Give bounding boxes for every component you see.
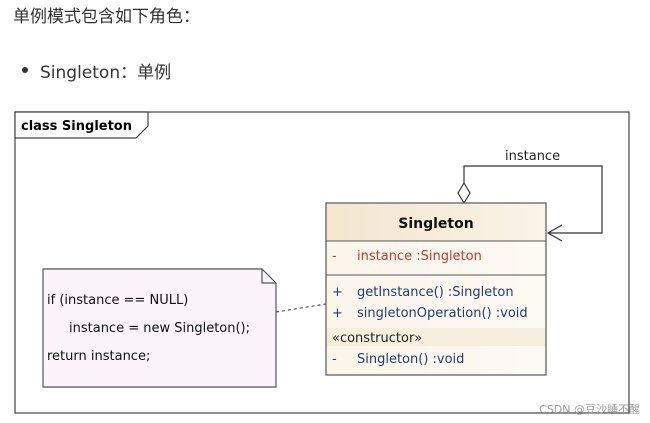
bullet-text: Singleton：单例 — [40, 62, 172, 83]
association-line — [463, 165, 603, 234]
note-line-assign: instance = new Singleton(); — [69, 321, 250, 336]
operation-visibility: + — [332, 306, 343, 321]
watermark: CSDN @豆沙睡不醒 — [539, 403, 640, 416]
note-line-return: return instance; — [47, 349, 150, 364]
operation-visibility: + — [332, 285, 343, 300]
operation-get-instance: getInstance() :Singleton — [357, 285, 514, 300]
operation-singleton-operation: singletonOperation() :void — [357, 306, 528, 321]
note-fold-icon — [261, 269, 276, 284]
frame-title-tab — [14, 111, 149, 139]
frame-title: class Singleton — [21, 119, 132, 134]
attribute-instance: instance :Singleton — [357, 249, 482, 264]
note-line-if: if (instance == NULL) — [47, 293, 188, 308]
association-label: instance — [505, 149, 560, 164]
note-anchor-line — [275, 303, 327, 313]
class-header — [327, 204, 545, 241]
constructor-stereotype-band — [327, 328, 545, 346]
class-name: Singleton — [398, 216, 473, 232]
attribute-visibility: - — [332, 249, 337, 264]
note-box — [42, 268, 277, 388]
constructor-operation: Singleton() :void — [357, 352, 464, 367]
bullet-item: Singleton：单例 — [22, 57, 171, 83]
constructor-visibility: - — [332, 352, 337, 367]
bullet-dot-icon — [22, 67, 28, 73]
association-arrowhead-icon — [546, 224, 563, 242]
constructor-stereotype: «constructor» — [332, 331, 422, 346]
intro-text: 单例模式包含如下角色： — [13, 7, 200, 27]
